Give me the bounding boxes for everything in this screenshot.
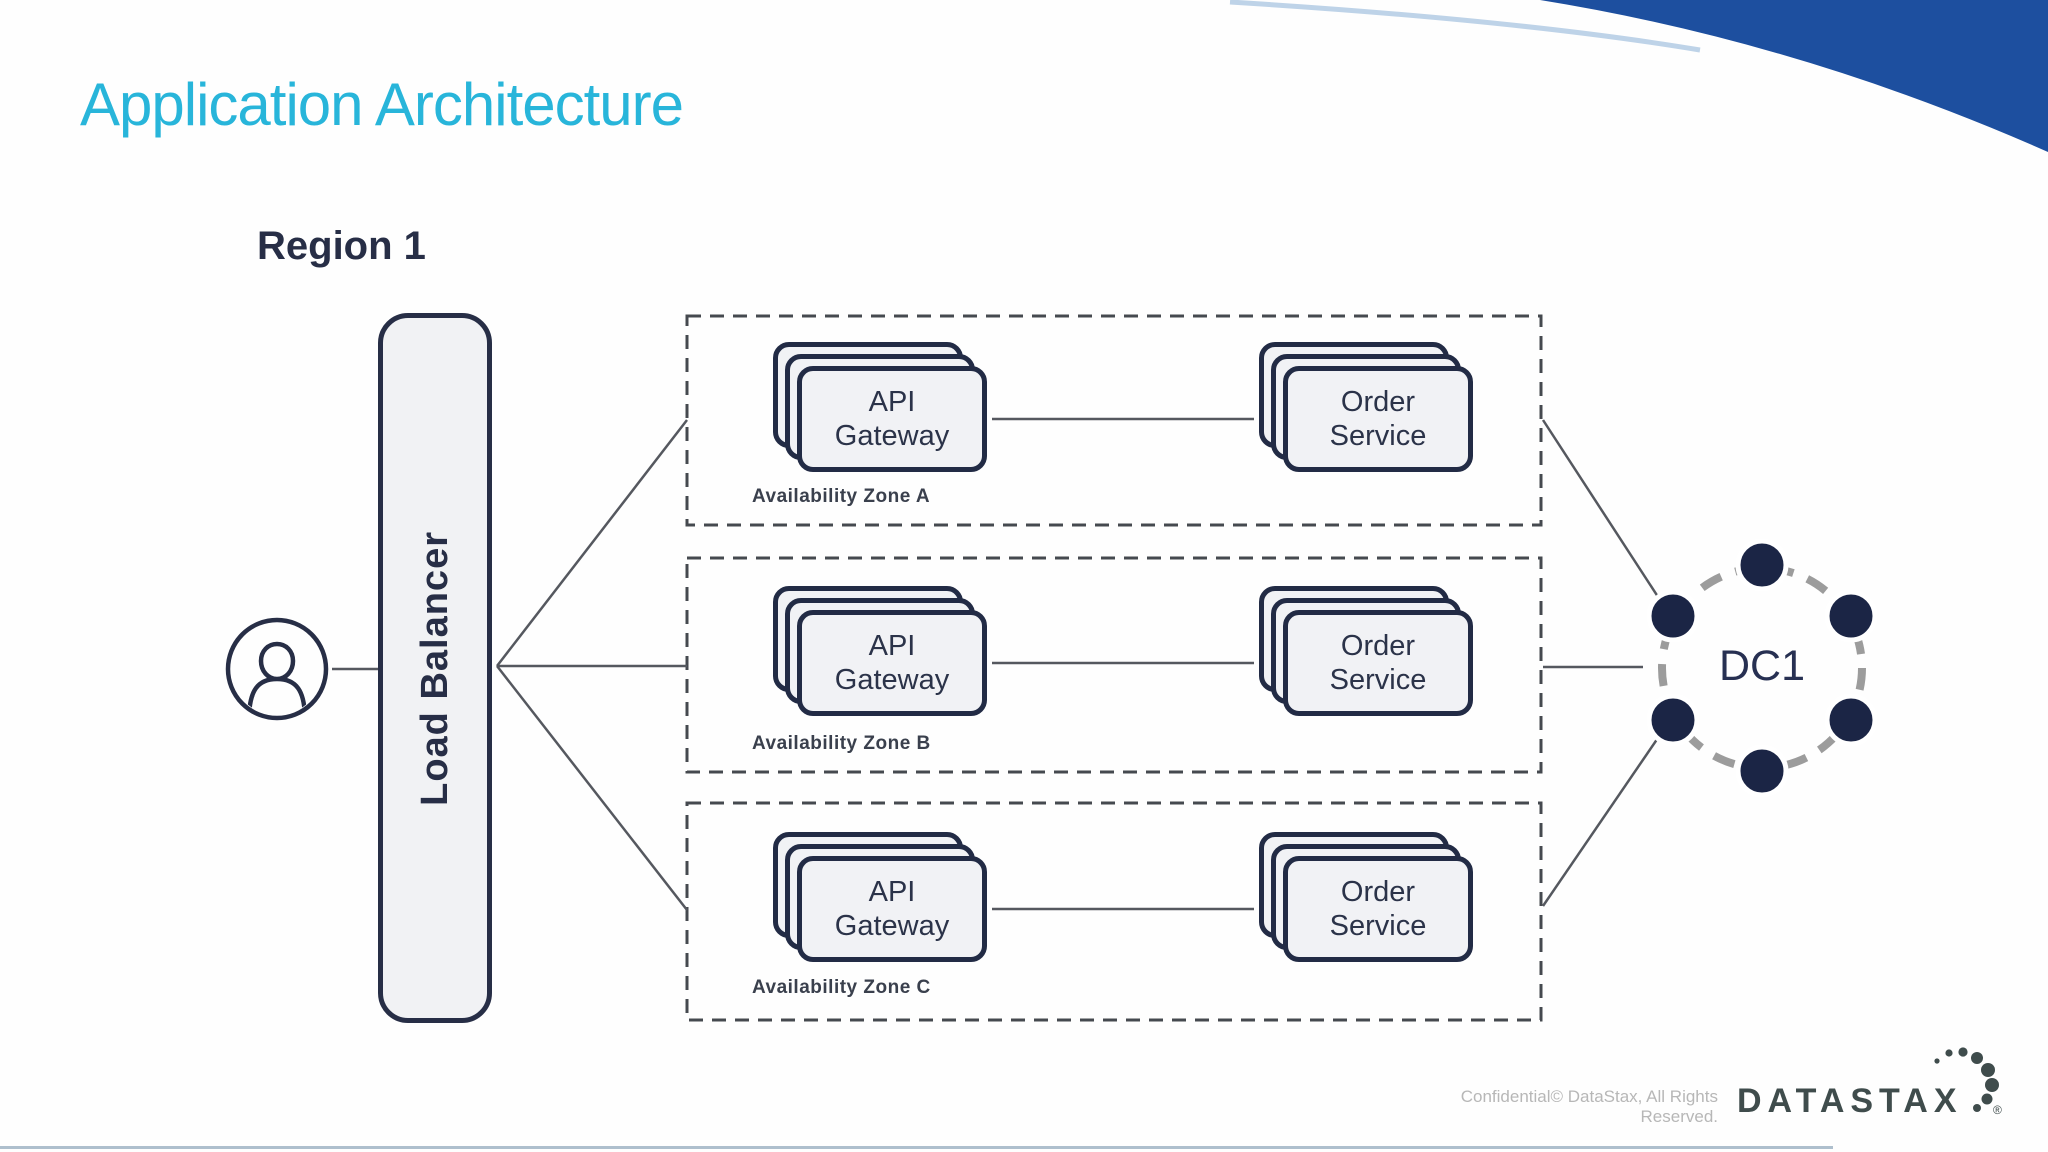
page-title: Application Architecture — [80, 71, 684, 138]
zone-a-label: Availability Zone A — [752, 486, 931, 507]
zone-c-box — [685, 801, 1543, 1022]
node-ring-icon — [1646, 538, 1878, 798]
ring-node — [1646, 589, 1700, 643]
api-gateway-stack: API Gateway — [773, 342, 987, 472]
order-service-label: Order Service — [1329, 629, 1427, 696]
zone-b-label: Availability Zone B — [752, 733, 931, 754]
lb-to-zone-a-line — [496, 419, 688, 667]
order-service-stack: Order Service — [1259, 342, 1473, 472]
api-gateway-label: API Gateway — [834, 875, 950, 942]
api-gateway-card: API Gateway — [797, 610, 987, 716]
ring-node — [1735, 744, 1789, 798]
lb-to-zone-c-line — [496, 665, 688, 911]
zone-c-label: Availability Zone C — [752, 977, 931, 998]
api-gateway-stack: API Gateway — [773, 832, 987, 962]
api-gateway-stack: API Gateway — [773, 586, 987, 716]
api-gateway-label: API Gateway — [834, 385, 950, 452]
corner-curve-highlight — [1229, 0, 1701, 53]
datastax-logo-text: DATASTAX — [1737, 1082, 1963, 1120]
zone-c-to-dc-line — [1541, 731, 1664, 907]
order-service-label: Order Service — [1329, 875, 1427, 942]
ring-node — [1824, 693, 1878, 747]
order-service-stack: Order Service — [1259, 832, 1473, 962]
region-label: Region 1 — [257, 224, 426, 268]
load-balancer: Load Balancer — [378, 313, 492, 1023]
bottom-accent-line — [0, 1146, 1833, 1149]
api-gateway-card: API Gateway — [797, 856, 987, 962]
user-icon — [225, 617, 329, 721]
datacenter-label: DC1 — [1718, 642, 1806, 690]
order-service-card: Order Service — [1283, 856, 1473, 962]
ring-node — [1735, 538, 1789, 592]
order-service-card: Order Service — [1283, 610, 1473, 716]
load-balancer-label: Load Balancer — [413, 530, 456, 806]
ring-node — [1824, 589, 1878, 643]
zone-a-to-dc-line — [1541, 419, 1664, 604]
api-gateway-card: API Gateway — [797, 366, 987, 472]
confidential-note: Confidential© DataStax, All Rights Reser… — [1460, 1087, 1718, 1126]
corner-curve — [1540, 0, 2048, 152]
connector-lines — [332, 417, 1664, 911]
order-service-card: Order Service — [1283, 366, 1473, 472]
order-service-stack: Order Service — [1259, 586, 1473, 716]
registered-mark: ® — [1993, 1103, 2002, 1117]
ring-node — [1646, 693, 1700, 747]
api-gateway-label: API Gateway — [834, 629, 950, 696]
order-service-label: Order Service — [1329, 385, 1427, 452]
datastax-logo-dots — [1934, 1047, 1999, 1112]
zone-a-box — [685, 314, 1543, 527]
